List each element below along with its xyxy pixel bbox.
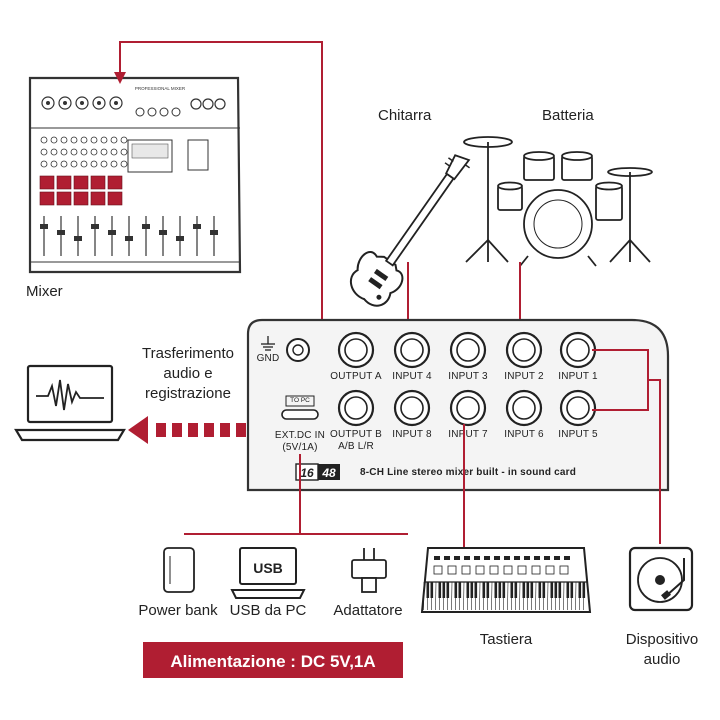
audio-device-label-line-1: Dispositivo xyxy=(626,631,699,648)
mixer-illustration: PROFESSIONAL MIXER xyxy=(28,76,242,274)
sound-card-device: GND TO PC EXT.DC IN (5V/1A) 16 48 8-CH L… xyxy=(246,318,670,492)
electric-guitar-icon xyxy=(349,154,471,307)
gnd-label: GND xyxy=(257,353,280,364)
keyboard-label: Tastiera xyxy=(480,631,533,648)
input-4-jack[interactable]: INPUT 4 xyxy=(392,331,432,382)
input-1-jack[interactable]: INPUT 1 xyxy=(558,331,598,382)
input-6-jack[interactable]: INPUT 6 xyxy=(504,389,544,440)
audio-device-label-line-2: audio xyxy=(644,651,681,668)
turntable-icon xyxy=(628,546,694,612)
usb-c-port[interactable] xyxy=(281,409,319,420)
output-a-label: OUTPUT A xyxy=(330,371,382,382)
output-b-jack[interactable]: OUTPUT BA/B L/R xyxy=(330,389,382,452)
sample-rate-text: 48 xyxy=(321,466,336,480)
device-caption: 8-CH Line stereo mixer built - in sound … xyxy=(360,467,576,478)
usb-screen-text: USB xyxy=(253,560,283,576)
laptop-icon xyxy=(14,364,126,442)
ground-symbol-icon xyxy=(261,336,275,351)
power-banner-text: Alimentazione : DC 5V,1A xyxy=(170,652,375,671)
input-8-jack[interactable]: INPUT 8 xyxy=(392,389,432,440)
output-b-label: OUTPUT B xyxy=(330,429,382,440)
transfer-label-line-2: audio e xyxy=(163,365,212,382)
ground-terminal[interactable] xyxy=(286,338,310,362)
usb-laptop-icon: USB xyxy=(230,547,306,599)
input-7-jack[interactable]: INPUT 7 xyxy=(448,389,488,440)
cable-power-to-usb-port xyxy=(184,454,408,535)
input-1-label: INPUT 1 xyxy=(558,371,598,382)
power-bank-icon xyxy=(163,547,195,593)
mixer-label: Mixer xyxy=(26,283,63,300)
guitar-label: Chitarra xyxy=(378,107,432,124)
transfer-label-line-1: Trasferimento xyxy=(142,345,234,362)
power-banner: Alimentazione : DC 5V,1A xyxy=(143,642,403,678)
drums-label: Batteria xyxy=(542,107,594,124)
ext-dc-in-spec: (5V/1A) xyxy=(282,442,317,453)
sample-rate-badge xyxy=(318,464,340,480)
input-2-jack[interactable]: INPUT 2 xyxy=(504,331,544,382)
synth-keyboard-icon xyxy=(420,547,592,613)
input-3-jack[interactable]: INPUT 3 xyxy=(448,331,488,382)
ext-dc-in-label: EXT.DC IN xyxy=(275,430,325,441)
power-bank-label: Power bank xyxy=(138,602,218,619)
input-2-label: INPUT 2 xyxy=(504,371,544,382)
adapter-label: Adattatore xyxy=(333,602,402,619)
input-4-label: INPUT 4 xyxy=(392,371,432,382)
transfer-label-line-3: registrazione xyxy=(145,385,231,402)
input-8-label: INPUT 8 xyxy=(392,429,432,440)
input-5-label: INPUT 5 xyxy=(558,429,598,440)
cable-audio-device-to-input-1 xyxy=(592,349,661,544)
bit-depth-text: 16 xyxy=(300,466,314,480)
power-adapter-icon xyxy=(351,548,387,593)
input-5-jack[interactable]: INPUT 5 xyxy=(558,389,598,440)
output-a-jack[interactable]: OUTPUT A xyxy=(330,331,382,382)
to-pc-label: TO PC xyxy=(290,397,310,404)
cable-arrow-icon xyxy=(114,72,126,84)
input-3-label: INPUT 3 xyxy=(448,371,488,382)
usb-pc-label: USB da PC xyxy=(230,602,307,619)
mixer-brand-text: PROFESSIONAL MIXER xyxy=(135,86,186,91)
input-7-label: INPUT 7 xyxy=(448,429,488,440)
drum-kit-icon xyxy=(463,136,653,267)
input-6-label: INPUT 6 xyxy=(504,429,544,440)
output-b-sublabel: A/B L/R xyxy=(338,441,374,452)
